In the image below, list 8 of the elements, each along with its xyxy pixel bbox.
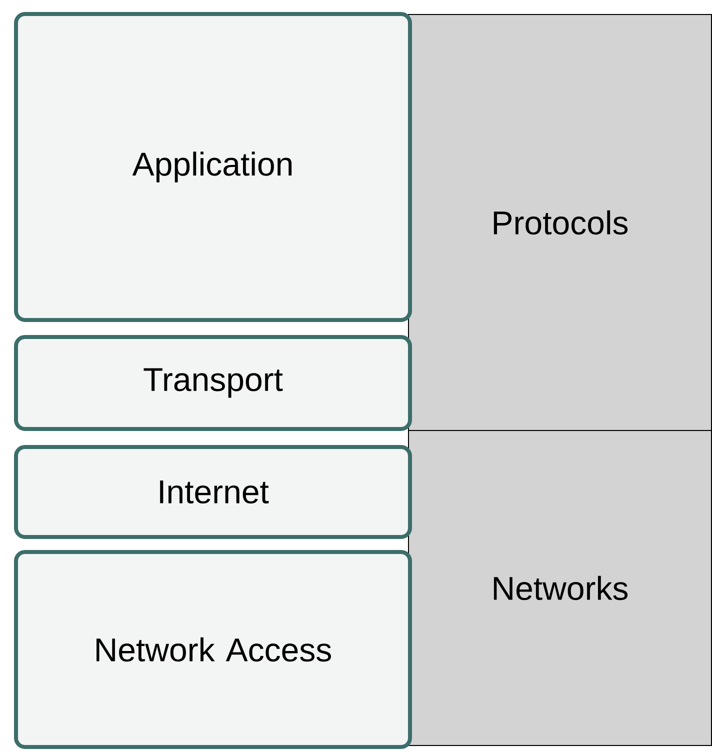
layer-box: Application — [14, 12, 412, 322]
node-label: Networks — [494, 576, 628, 600]
category-band: Protocols — [408, 14, 712, 431]
layer-box: Transport — [14, 335, 412, 431]
layer-box: Internet — [14, 445, 412, 539]
layer-box: Network Access — [14, 550, 412, 749]
node-label: Protocols — [494, 210, 628, 235]
category-band: Networks — [408, 430, 712, 746]
